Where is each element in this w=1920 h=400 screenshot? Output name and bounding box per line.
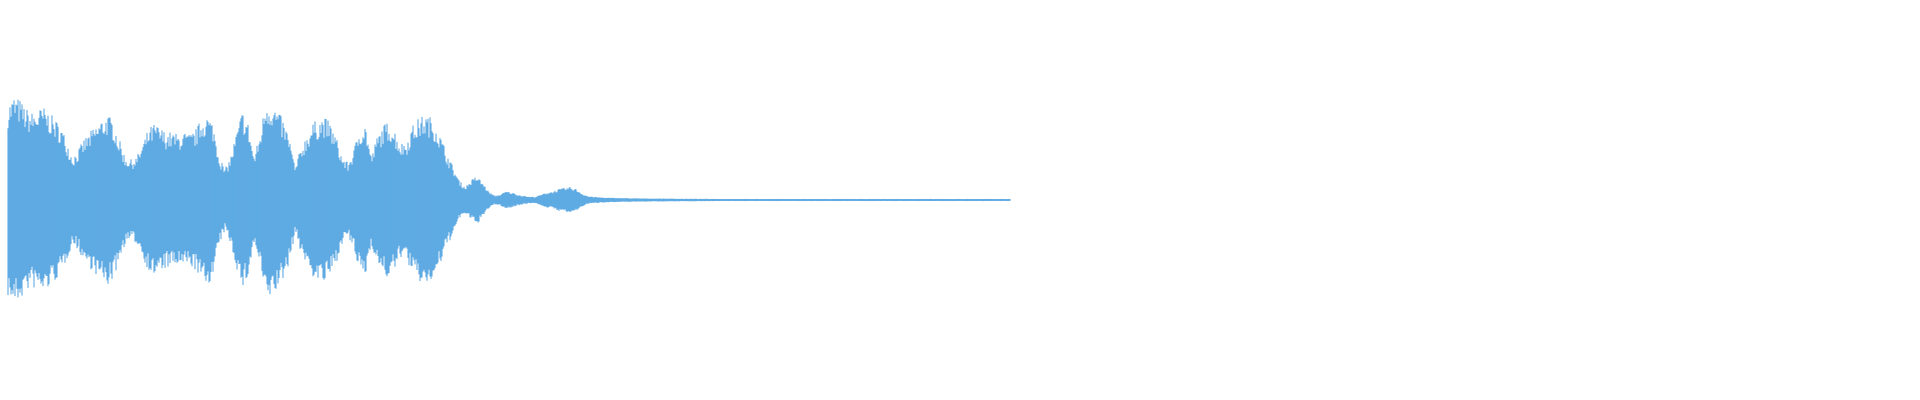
waveform-bars xyxy=(7,99,1011,298)
